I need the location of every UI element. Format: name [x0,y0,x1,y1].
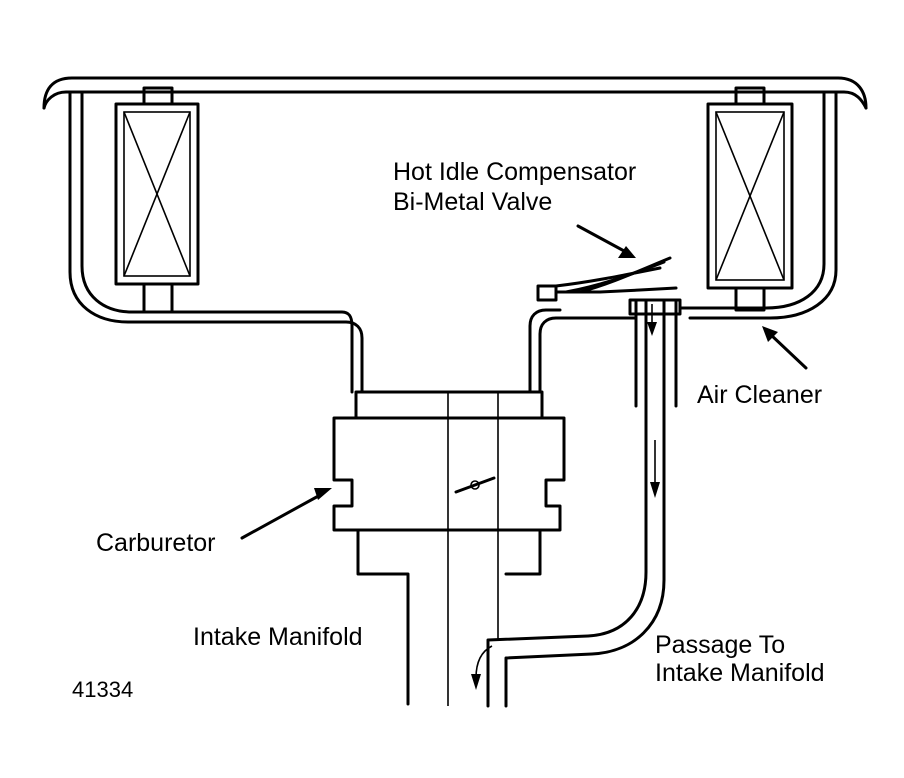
figure-number: 41334 [72,677,134,702]
passage-label-line2: Intake Manifold [655,659,825,687]
air-cleaner-housing [42,76,868,394]
left-filter-element [114,86,200,314]
intake-manifold-label: Intake Manifold [193,623,363,651]
passage-tube [471,298,678,708]
leader-arrows [240,224,808,540]
air-cleaner-label: Air Cleaner [697,381,823,409]
intake-manifold [356,528,542,706]
passage-label-line1: Passage To [655,631,786,659]
right-filter-element [706,86,794,312]
carburetor-label: Carburetor [96,529,216,557]
carburetor [332,390,566,532]
valve-label-line1: Hot Idle Compensator [393,158,637,186]
bi-metal-valve [536,256,682,316]
valve-label-line2: Bi-Metal Valve [393,188,553,216]
